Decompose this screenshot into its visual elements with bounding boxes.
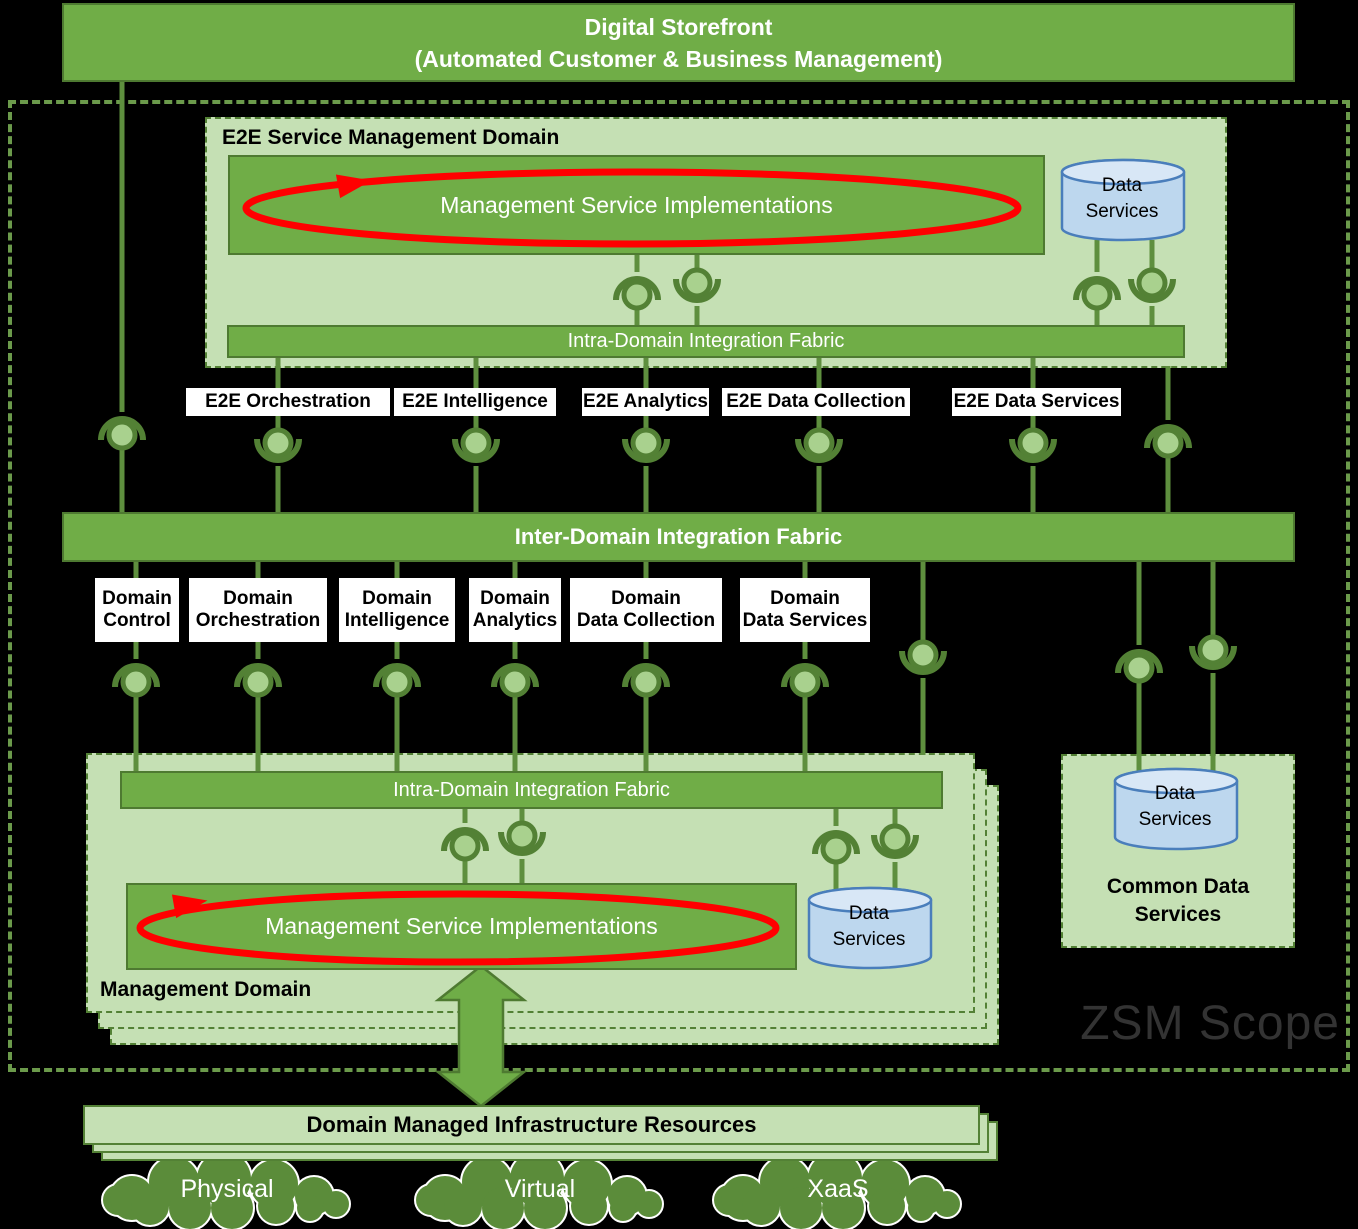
- domain-interface-label-orchestration: Domain Orchestration: [189, 578, 327, 642]
- cloud-label-physical: Physical: [180, 1174, 274, 1203]
- inter-domain-fabric-label: Inter-Domain Integration Fabric: [514, 524, 843, 549]
- management-msi-label: Management Service Implementations: [265, 913, 658, 939]
- management-intra-fabric-bar: Intra-Domain Integration Fabric: [120, 771, 943, 809]
- common-data-services-box: [1061, 754, 1295, 948]
- domain-interface-label-intelligence: Domain Intelligence: [339, 578, 455, 642]
- infrastructure-bar: Domain Managed Infrastructure Resources: [83, 1105, 980, 1145]
- cloud-label-virtual: Virtual: [504, 1174, 576, 1203]
- management-msi-bar: Management Service Implementations: [126, 883, 797, 970]
- e2e-interface-label-intelligence: E2E Intelligence: [394, 388, 556, 416]
- e2e-msi-label: Management Service Implementations: [440, 191, 833, 218]
- e2e-domain-title: E2E Service Management Domain: [222, 126, 560, 149]
- management-intra-fabric-label: Intra-Domain Integration Fabric: [393, 778, 670, 801]
- e2e-interface-label-data-collection: E2E Data Collection: [722, 388, 910, 416]
- common-data-cylinder-label: Data Services: [1138, 783, 1212, 830]
- digital-storefront-bar: Digital Storefront (Automated Customer &…: [62, 3, 1295, 82]
- domain-interface-label-data-collection: Domain Data Collection: [570, 578, 722, 642]
- connector-lines: [119, 82, 1216, 890]
- e2e-interface-label-data-services: E2E Data Services: [952, 388, 1121, 416]
- storefront-subtitle: (Automated Customer & Business Managemen…: [414, 45, 943, 72]
- e2e-intra-fabric-bar: Intra-Domain Integration Fabric: [227, 325, 1185, 358]
- e2e-intra-fabric-label: Intra-Domain Integration Fabric: [567, 330, 845, 352]
- zsm-scope-border: [8, 100, 1350, 1072]
- bidirectional-arrow-icon: [434, 964, 528, 1108]
- management-domain-title: Management Domain: [100, 978, 312, 1001]
- management-cylinder-label: Data Services: [832, 903, 906, 950]
- e2e-interface-label-orchestration: E2E Orchestration: [186, 388, 390, 416]
- storefront-title: Digital Storefront: [584, 13, 773, 40]
- domain-interface-label-data-services: Domain Data Services: [740, 578, 870, 642]
- e2e-cylinder-label: Data Services: [1085, 175, 1159, 222]
- e2e-interface-label-analytics: E2E Analytics: [582, 388, 709, 416]
- common-data-services-title: Common Data Services: [1106, 875, 1250, 926]
- cloud-label-xaas: XaaS: [807, 1174, 869, 1203]
- domain-interface-label-analytics: Domain Analytics: [469, 578, 561, 642]
- domain-interface-label-control: Domain Control: [95, 578, 179, 642]
- inter-domain-fabric-bar: Inter-Domain Integration Fabric: [62, 512, 1295, 562]
- e2e-msi-bar: Management Service Implementations: [228, 155, 1045, 255]
- zsm-scope-label: ZSM Scope: [1080, 997, 1340, 1050]
- infrastructure-title: Domain Managed Infrastructure Resources: [306, 1112, 757, 1137]
